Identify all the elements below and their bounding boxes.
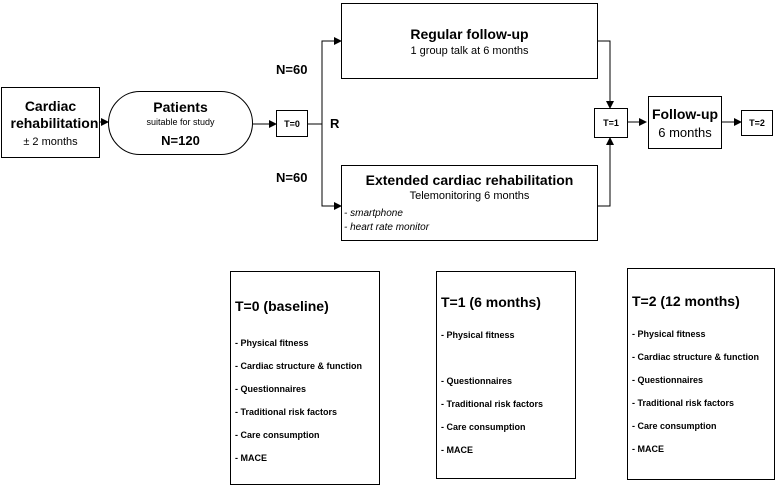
patients-count: N=120 — [161, 132, 200, 148]
extended-rehab-box: Extended cardiac rehabilitation Telemoni… — [341, 165, 598, 241]
measurements-t2-title: T=2 (12 months) — [632, 293, 740, 309]
list-item: - Physical fitness — [235, 338, 309, 348]
list-item: - Cardiac structure & function — [632, 352, 760, 362]
measurements-t0-box: T=0 (baseline) - Physical fitness - Card… — [230, 271, 380, 485]
list-item: - MACE — [235, 453, 267, 463]
cardiac-rehabilitation-box: Cardiac rehabilitation ± 2 months — [1, 87, 100, 158]
list-item: - Questionnaires — [632, 375, 704, 385]
list-item: - Physical fitness — [632, 329, 706, 339]
list-item: - Care consumption — [235, 430, 320, 440]
t0-box: T=0 — [276, 110, 308, 137]
list-item: - Physical fitness — [441, 330, 515, 340]
patients-subtitle: suitable for study — [146, 116, 215, 127]
list-item: - Care consumption — [441, 422, 526, 432]
list-item: - MACE — [441, 445, 473, 455]
regular-detail: 1 group talk at 6 months — [410, 45, 529, 57]
list-item-empty — [441, 347, 571, 370]
n-top-label: N=60 — [276, 62, 308, 77]
list-item: - MACE — [632, 444, 664, 454]
measurements-t1-title: T=1 (6 months) — [441, 294, 541, 310]
extended-detail: Telemonitoring 6 months — [409, 190, 530, 202]
regular-followup-box: Regular follow-up 1 group talk at 6 mont… — [341, 3, 598, 79]
patients-title: Patients — [153, 98, 208, 115]
patients-box: Patients suitable for study N=120 — [108, 91, 253, 155]
randomization-label: R — [330, 116, 340, 131]
t2-box: T=2 — [741, 110, 773, 136]
measurements-t1-box: T=1 (6 months) - Physical fitness - Ques… — [436, 271, 576, 479]
measurements-t2-box: T=2 (12 months) - Physical fitness - Car… — [627, 268, 775, 480]
cardiac-duration: ± 2 months — [23, 135, 78, 148]
followup-box: Follow-up 6 months — [648, 96, 722, 149]
followup-duration: 6 months — [658, 124, 712, 140]
t1-box: T=1 — [594, 108, 628, 138]
list-item: - Traditional risk factors — [235, 407, 338, 417]
list-item: - Care consumption — [632, 421, 717, 431]
list-item: - Questionnaires — [235, 384, 307, 394]
list-item: - Cardiac structure & function — [235, 361, 363, 371]
cardiac-title: Cardiac rehabilitation — [10, 97, 99, 131]
regular-title: Regular follow-up — [410, 26, 529, 42]
list-item: - Traditional risk factors — [632, 398, 735, 408]
measurements-t0-title: T=0 (baseline) — [235, 298, 329, 314]
list-item: - Questionnaires — [441, 376, 513, 386]
n-bottom-label: N=60 — [276, 170, 308, 185]
followup-title: Follow-up — [651, 105, 719, 122]
list-item: - Traditional risk factors — [441, 399, 544, 409]
extended-item-heart-rate-monitor: - heart rate monitor — [344, 222, 430, 233]
extended-title: Extended cardiac rehabilitation — [365, 172, 574, 188]
extended-item-smartphone: - smartphone — [344, 208, 403, 219]
